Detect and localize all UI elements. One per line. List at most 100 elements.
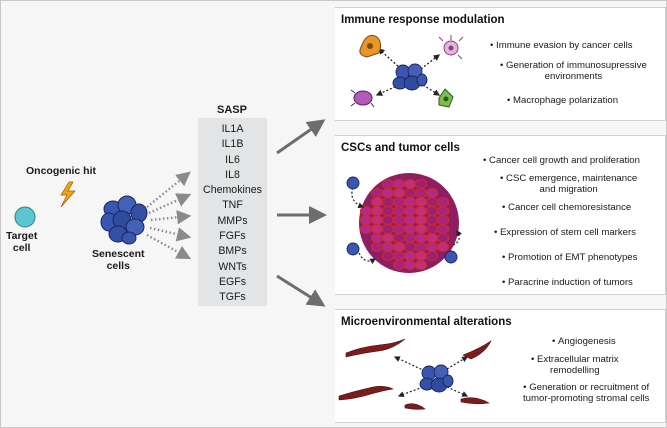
tumor-cell: [403, 250, 417, 262]
tumor-cell: [370, 241, 384, 253]
bullet-item: Macrophage polarization: [507, 95, 618, 106]
panel-title: Immune response modulation: [341, 14, 505, 26]
tumor-cell: [414, 178, 428, 190]
tumor-cell: [403, 178, 417, 190]
senescent-cell-center-icon: [419, 364, 454, 393]
stromal-illustration: [338, 338, 492, 410]
tumor-cell: [370, 232, 384, 244]
sasp-factor: TNF: [222, 199, 243, 212]
sasp-factor: EGFs: [218, 275, 247, 288]
tumor-cell: [425, 250, 439, 262]
tumor-cell: [381, 187, 395, 199]
bullet-item: Cancer cell growth and proliferation: [483, 155, 640, 166]
tumor-cell: [414, 250, 428, 262]
tumor-cell: [370, 205, 384, 217]
tumor-cell: [425, 241, 439, 253]
bullet-item: CSC emergence, maintenance and migration: [500, 173, 637, 195]
bullet-item: Cancer cell chemoresistance: [502, 202, 631, 213]
tumor-cell: [425, 214, 439, 226]
tumor-cell: [392, 214, 406, 226]
tumor-cell: [381, 232, 395, 244]
tumor-cell: [392, 196, 406, 208]
sasp-list-box: IL1A IL1B IL6 IL8 Chemokines TNF MMPs FG…: [198, 118, 267, 306]
tumor-cell: [436, 223, 450, 235]
tumor-cell: [381, 205, 395, 217]
tumor-cell: [414, 232, 428, 244]
cancer-stem-cell-icon: [444, 250, 458, 264]
sasp-factor: IL1B: [221, 138, 244, 151]
cancer-stem-cell-icon: [346, 242, 360, 256]
fibroblast-icon: [404, 403, 426, 410]
sasp-factor: FGFs: [219, 230, 246, 243]
tumor-cell: [414, 205, 428, 217]
tumor-cell: [403, 205, 417, 217]
senescent-cells-icon: [100, 195, 148, 245]
immune-cells-illustration: [350, 34, 464, 108]
tumor-cell: [381, 223, 395, 235]
sasp-factor: IL1A: [221, 123, 244, 135]
tumor-cell: [370, 196, 384, 208]
tumor-cell: [392, 241, 406, 253]
tumor-cell: [436, 241, 450, 253]
tumor-cell: [392, 259, 406, 271]
tumor-cell: [381, 178, 395, 190]
sasp-factor: WNTs: [218, 260, 247, 273]
bullet-item: Immune evasion by cancer cells: [490, 40, 633, 51]
sasp-factor: Chemokines: [203, 184, 262, 197]
senescent-cells-label: Senescent cells: [92, 248, 145, 272]
target-cell-icon: [14, 206, 36, 228]
secretion-arrows: [146, 171, 192, 260]
bullet-item: Promotion of EMT phenotypes: [502, 252, 637, 263]
tumor-cell: [425, 205, 439, 217]
tumor-cell: [414, 187, 428, 199]
tumor-cell: [425, 232, 439, 244]
macrophage-green-icon: [438, 88, 454, 108]
tumor-cell: [414, 259, 428, 271]
tumor-cell: [392, 232, 406, 244]
tumor-mass-illustration: [346, 173, 463, 273]
tumor-cell: [392, 178, 406, 190]
tumor-cell: [403, 241, 417, 253]
effect-arrows: [276, 119, 327, 307]
bullet-item: Generation of immunosupressive environme…: [500, 60, 647, 82]
tumor-cell: [392, 223, 406, 235]
tumor-cell: [370, 187, 384, 199]
tumor-cell: [381, 250, 395, 262]
tumor-cell: [436, 232, 450, 244]
fibroblast-icon: [462, 340, 492, 360]
tumor-cell: [370, 214, 384, 226]
bullet-item: Expression of stem cell markers: [494, 227, 636, 238]
bullet-item: Generation or recruitment of tumor-promo…: [523, 382, 649, 404]
tumor-cell: [392, 250, 406, 262]
sasp-factor: IL6: [225, 153, 240, 166]
tumor-cell: [414, 223, 428, 235]
sasp-title: SASP: [217, 104, 247, 116]
tumor-cell: [403, 259, 417, 271]
tumor-cell: [425, 223, 439, 235]
tumor-cell: [403, 187, 417, 199]
panel-microenvironment: Microenvironmental alterations Angiogene…: [335, 309, 666, 423]
bullet-item: Angiogenesis: [552, 336, 616, 347]
tumor-cell: [425, 187, 439, 199]
bullet-item: Extracellular matrix remodelling: [531, 354, 619, 376]
lightning-bolt-icon: [60, 181, 76, 208]
immune-cell-purple-icon: [350, 89, 375, 108]
sasp-factor-list: IL1A IL1B IL6 IL8 Chemokines TNF MMPs FG…: [198, 122, 267, 306]
tumor-cell: [436, 196, 450, 208]
tumor-cell: [436, 214, 450, 226]
sasp-factor: BMPs: [218, 245, 247, 258]
target-cell-label: Target cell: [6, 230, 38, 254]
tumor-cell: [414, 214, 428, 226]
panel-immune-response: Immune response modulation Immune evasio…: [335, 7, 666, 121]
tumor-cell: [392, 187, 406, 199]
sasp-factor: TGFs: [219, 291, 246, 304]
fibroblast-icon: [345, 338, 406, 358]
tumor-cell: [359, 205, 373, 217]
tumor-cell: [436, 205, 450, 217]
tumor-cell: [381, 241, 395, 253]
tumor-cell: [403, 214, 417, 226]
tumor-cell: [381, 196, 395, 208]
oncogenic-hit-label: Oncogenic hit: [26, 165, 97, 177]
